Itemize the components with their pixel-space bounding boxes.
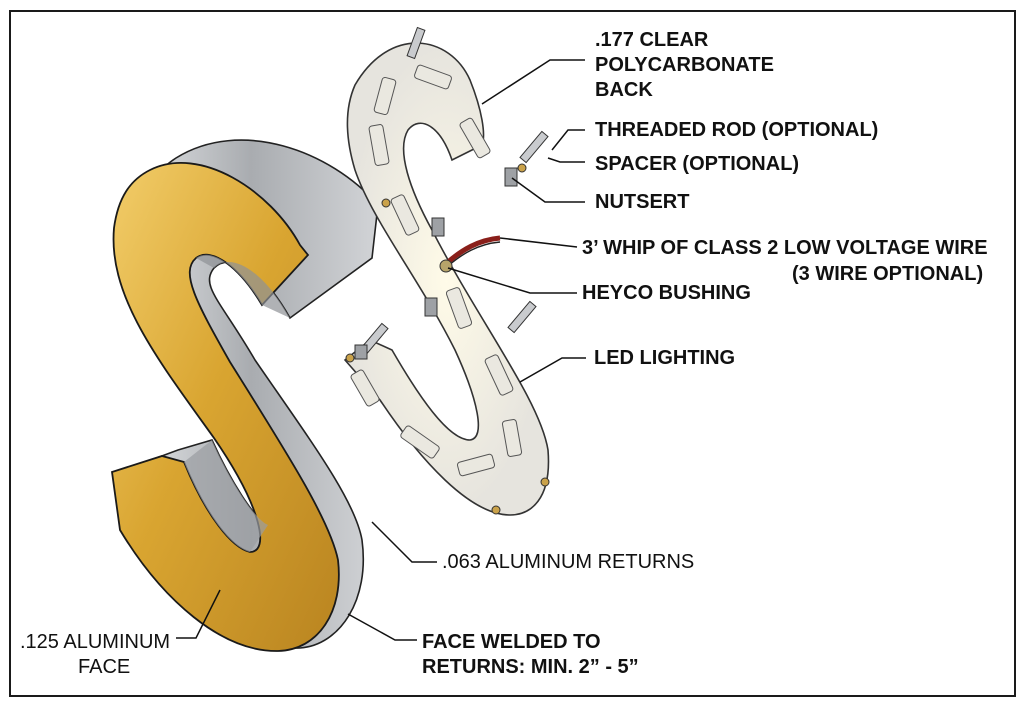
low-voltage-wire	[446, 235, 501, 264]
label-led-lighting: LED LIGHTING	[594, 347, 736, 369]
label-aluminum-face: .125 ALUMINUM FACE	[20, 631, 171, 678]
label-aluminum-returns: .063 ALUMINUM RETURNS	[442, 551, 695, 573]
label-face-welded: FACE WELDED TO RETURNS: MIN. 2” - 5”	[422, 631, 639, 678]
aluminum-letter-s	[111, 139, 379, 652]
label-heyco-bushing: HEYCO BUSHING	[582, 282, 751, 304]
heyco-bushing-icon	[439, 259, 453, 273]
label-polycarbonate-back: .177 CLEAR POLYCARBONATE BACK	[595, 29, 774, 101]
label-threaded-rod: THREADED ROD (OPTIONAL)	[595, 119, 879, 141]
label-spacer: SPACER (OPTIONAL)	[595, 153, 800, 175]
leader-lines	[176, 59, 586, 641]
label-wire-optional: (3 WIRE OPTIONAL)	[792, 263, 984, 285]
polycarbonate-back-plate	[343, 26, 550, 516]
led-modules	[350, 64, 523, 477]
label-wire-whip: 3’ WHIP OF CLASS 2 LOW VOLTAGE WIRE	[582, 237, 988, 259]
spacers-and-rods	[345, 26, 550, 515]
label-nutsert: NUTSERT	[595, 191, 690, 213]
